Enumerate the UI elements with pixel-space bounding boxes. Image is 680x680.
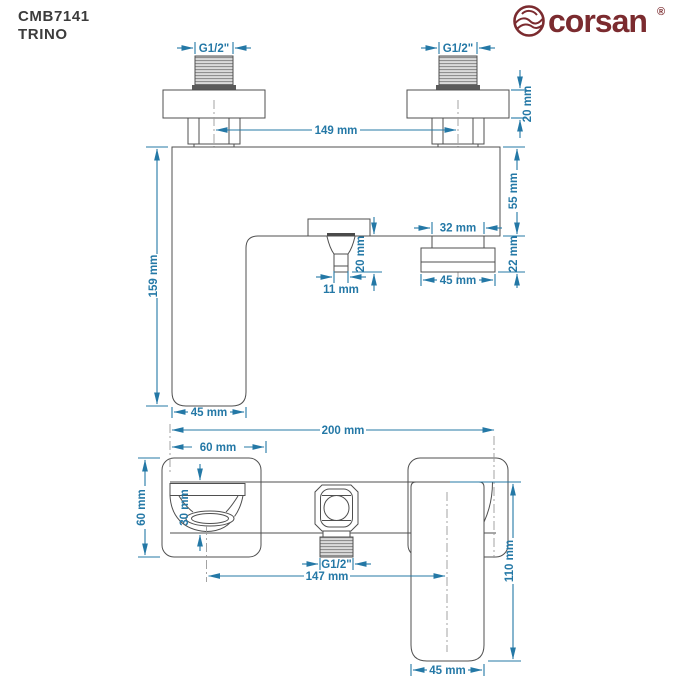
wave-icon: [513, 5, 545, 37]
dim-label-flange-height: 20 mm: [522, 86, 534, 122]
aerator-tube: [333, 253, 349, 273]
product-name: TRINO: [18, 26, 68, 43]
wall-plate-left: [161, 457, 262, 558]
dim-total-height: 159 mm: [146, 146, 168, 407]
brand-logo: corsan ®: [513, 3, 665, 39]
dim-flange-height: 20 mm: [511, 70, 534, 138]
dim-label-g12-left: G1/2": [199, 43, 229, 55]
bottom-view: 200 mm 60 mm 60 mm 30 mm: [136, 424, 521, 677]
dim-hose-thread: G1/2": [302, 558, 371, 571]
dim-cap-width: 45 mm: [420, 274, 496, 287]
dim-label-centers-spacing: 149 mm: [315, 125, 358, 137]
spout-bottom: [169, 483, 246, 582]
dim-label-spout-tip-height: 20 mm: [355, 236, 367, 272]
thread-bottom: [319, 536, 354, 558]
outlet-stem: [431, 235, 485, 249]
dim-thread-right: G1/2": [421, 42, 495, 55]
hex-nut-bottom: [314, 484, 359, 532]
thread-cap-left: [192, 85, 236, 90]
dim-plate-height: 60 mm: [136, 457, 160, 558]
dim-label-handle-width: 45 mm: [429, 665, 465, 677]
dim-label-total-height: 159 mm: [148, 255, 160, 298]
dim-label-g12-right: G1/2": [443, 43, 473, 55]
dim-thread-left: G1/2": [177, 42, 251, 55]
brand-name: corsan: [548, 3, 647, 39]
thread-right: [438, 55, 478, 86]
dim-total-width: 200 mm: [171, 425, 495, 437]
wall-connector-right: [406, 55, 510, 283]
dim-label-handle-length: 110 mm: [504, 540, 516, 582]
dim-centers-spacing: 149 mm: [215, 125, 457, 137]
registered-mark: ®: [657, 6, 665, 18]
dim-plate-width: 60 mm: [171, 441, 267, 454]
dim-label-leg-width: 45 mm: [191, 407, 227, 419]
spout-outlet-inner: [191, 513, 229, 524]
thread-cap-right: [436, 85, 480, 90]
front-view: G1/2" G1/2" 20 mm 149 mm: [146, 42, 534, 419]
dim-body-depth: 30 mm: [179, 464, 203, 551]
thread-neck-bottom: [322, 530, 351, 538]
dim-label-outlet-height: 22 mm: [508, 236, 520, 272]
dim-spout-tip-width: 11 mm: [316, 271, 366, 296]
handle-flare: [483, 481, 493, 523]
dim-label-right-section: 55 mm: [508, 173, 520, 209]
handle-body: [410, 481, 485, 662]
dim-handle-width: 45 mm: [410, 664, 485, 677]
dim-outlet-height: 22 mm: [498, 236, 525, 288]
product-code: CMB7141: [18, 8, 90, 25]
dim-label-plate-height: 60 mm: [136, 489, 148, 525]
shower-outlet-front: [420, 235, 496, 273]
hose-connector-bottom: [314, 484, 359, 558]
spout-flange: [169, 483, 246, 496]
dim-label-cap-width: 45 mm: [440, 275, 476, 287]
dim-leg-width: 45 mm: [171, 407, 247, 419]
dim-handle-length: 110 mm: [450, 481, 521, 662]
dim-stem-width: 32 mm: [414, 222, 502, 235]
dim-label-total-width: 200 mm: [322, 425, 365, 437]
wall-connector-left: [162, 55, 266, 162]
lever-handle: [410, 481, 493, 662]
mixer-body: [171, 146, 501, 407]
thread-left: [194, 55, 234, 86]
dim-spout-tip-height: 20 mm: [352, 217, 382, 291]
dim-spout-to-handle: 147 mm: [208, 571, 446, 583]
dim-label-plate-width: 60 mm: [200, 442, 236, 454]
spout-tip: [307, 218, 371, 273]
dim-label-hose-thread: G1/2": [321, 559, 351, 571]
dim-label-body-depth: 30 mm: [179, 489, 191, 525]
outlet-cap: [420, 247, 496, 273]
dim-label-spout-to-handle: 147 mm: [306, 571, 349, 583]
dim-label-spout-tip-width: 11 mm: [323, 284, 359, 296]
dim-label-stem-width: 32 mm: [440, 223, 476, 235]
dim-right-section: 55 mm: [503, 146, 525, 237]
